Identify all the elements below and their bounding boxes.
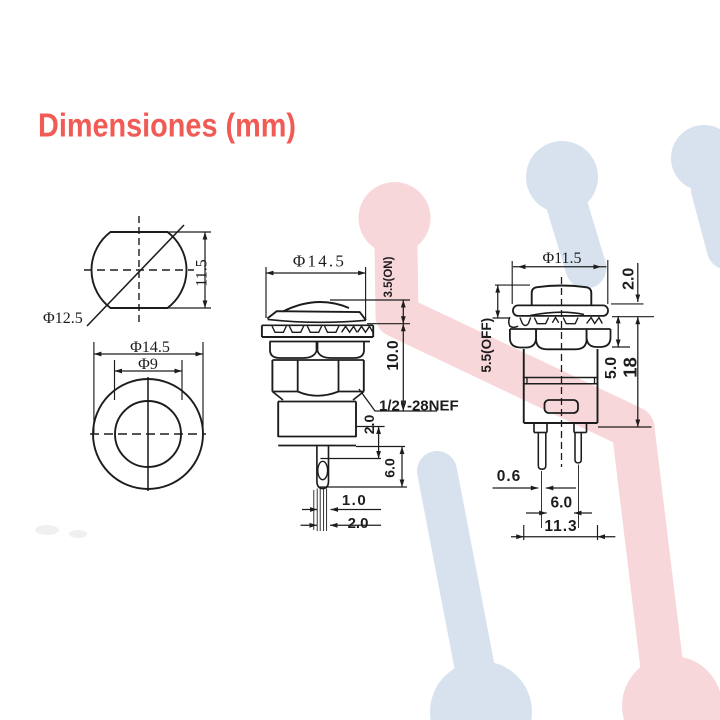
svg-text:5.5(OFF): 5.5(OFF) bbox=[479, 318, 494, 373]
svg-text:5.0: 5.0 bbox=[603, 357, 620, 379]
svg-text:6.0: 6.0 bbox=[382, 458, 398, 478]
svg-text:0.6: 0.6 bbox=[497, 468, 522, 485]
svg-text:1.0: 1.0 bbox=[342, 492, 367, 509]
svg-text:Φ14.5: Φ14.5 bbox=[130, 339, 170, 356]
svg-text:2.0: 2.0 bbox=[348, 515, 369, 532]
svg-text:Φ12.5: Φ12.5 bbox=[43, 310, 83, 327]
svg-text:2.0: 2.0 bbox=[361, 415, 377, 435]
svg-text:11.3: 11.3 bbox=[544, 518, 577, 535]
svg-text:10.0: 10.0 bbox=[385, 340, 402, 370]
svg-text:3.5(ON): 3.5(ON) bbox=[383, 256, 395, 297]
svg-text:6.0: 6.0 bbox=[551, 495, 573, 512]
svg-text:Φ14.5: Φ14.5 bbox=[293, 252, 346, 271]
svg-text:11.5: 11.5 bbox=[194, 259, 211, 286]
svg-text:Φ11.5: Φ11.5 bbox=[542, 250, 581, 267]
svg-text:1/2"-28NEF: 1/2"-28NEF bbox=[379, 398, 459, 415]
svg-text:2.0: 2.0 bbox=[621, 268, 638, 290]
svg-text:Dimensiones (mm): Dimensiones (mm) bbox=[38, 107, 296, 144]
svg-text:Φ9: Φ9 bbox=[138, 356, 158, 373]
svg-text:18: 18 bbox=[620, 357, 641, 378]
